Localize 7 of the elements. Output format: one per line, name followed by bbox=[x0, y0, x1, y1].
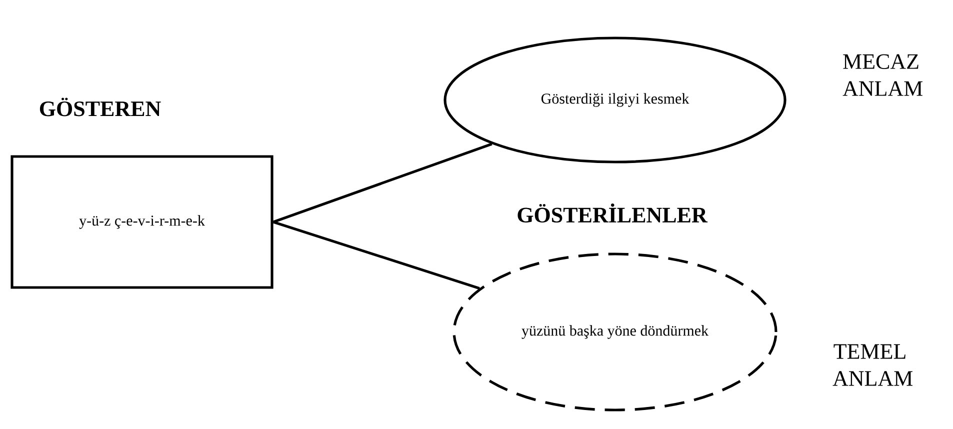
connector-line bbox=[272, 220, 480, 290]
heading: GÖSTEREN bbox=[40, 98, 161, 116]
heading: GÖSTERİLENLER bbox=[518, 203, 708, 223]
side-label: MECAZ ANLAM bbox=[842, 54, 923, 96]
box: y-ü-z ç-e-v-i-r-m-e-k bbox=[10, 155, 274, 289]
side-label: TEMEL ANLAM bbox=[832, 344, 913, 386]
connector-line bbox=[272, 142, 492, 224]
